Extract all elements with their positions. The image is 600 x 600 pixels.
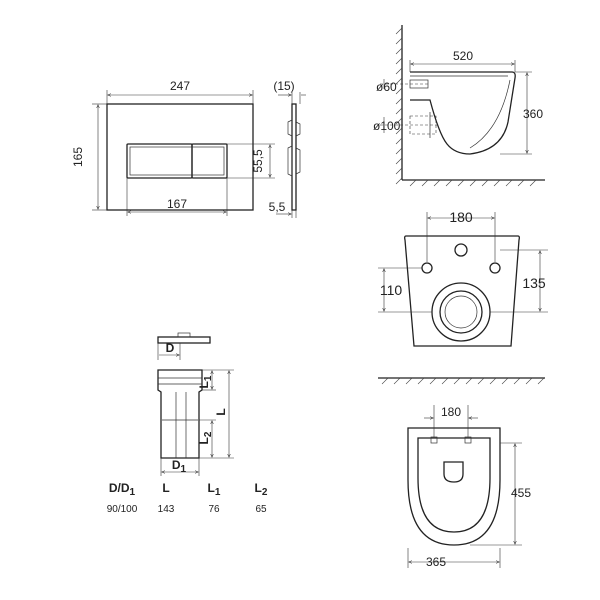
dim-profile-offset: 5,5 [269,200,286,214]
dim-button-height: 55,5 [251,149,265,173]
toilet-side-view: 520 360 ø60 ø100 [373,25,545,187]
toilet-top-drain [443,461,464,483]
dim-top-bolt-spacing: 180 [441,405,461,419]
rear-outlet-outer [431,282,491,342]
dim-inlet-diameter-label: ø60 [376,80,397,94]
flush-button-right [191,143,228,179]
flush-plate-side-profile: (15) 5,5 [269,79,306,218]
toilet-top-bowl [417,437,491,533]
dim-top-depth: 455 [511,486,531,500]
flush-button-left [126,143,193,179]
table-value-l2: 65 [255,504,267,515]
toilet-rear-view: 180 110 135 [378,209,548,347]
toilet-side-outline [410,71,516,155]
table-header-d-d1: D/D1 [109,481,136,498]
dim-rear-right-height: 135 [522,275,546,291]
profile-plate [291,103,297,211]
dim-toilet-height: 360 [523,107,543,121]
pipe-connector-diagram: D D1 L L1 L2 [157,332,234,476]
dim-outlet-diameter: ø100 [373,119,401,133]
dim-button-width: 167 [167,197,187,211]
table-header-l1: L1 [208,481,221,498]
dim-plate-width: 247 [170,79,190,93]
flush-plate-front-view: 247 165 167 55,5 [71,79,275,216]
pipe-label-d: D [166,341,175,355]
table-value-l1: 76 [208,504,220,515]
dim-toilet-length: 520 [453,49,473,63]
flush-button-inner [129,146,225,176]
rear-bolt-right [489,262,501,274]
pipe-label-l: L [214,408,228,415]
dim-plate-height: 165 [71,147,85,167]
dim-rear-bolt-spacing: 180 [449,209,473,225]
toilet-rear-outline [404,235,520,347]
toilet-top-outline [407,427,501,546]
table-header-l2: L2 [255,481,268,498]
pipe-label-d1: D1 [172,458,187,475]
flush-plate-outline [106,103,254,211]
pipe-label-l1: L1 [197,375,214,388]
dim-profile-depth: (15) [273,79,294,93]
table-header-l: L [162,481,169,495]
dim-top-width: 365 [426,555,446,569]
table-value-d-d1: 90/100 [107,504,138,515]
pipe-body [157,369,203,459]
table-value-l: 143 [158,504,175,515]
rear-bolt-left [421,262,433,274]
pipe-dimension-table: D/D1 L L1 L2 90/100 143 76 65 [107,481,268,515]
toilet-top-view: 180 365 455 [378,377,545,569]
rear-inlet [454,243,468,257]
pipe-label-l2: L2 [197,431,214,444]
dim-rear-left-height: 110 [380,282,403,298]
